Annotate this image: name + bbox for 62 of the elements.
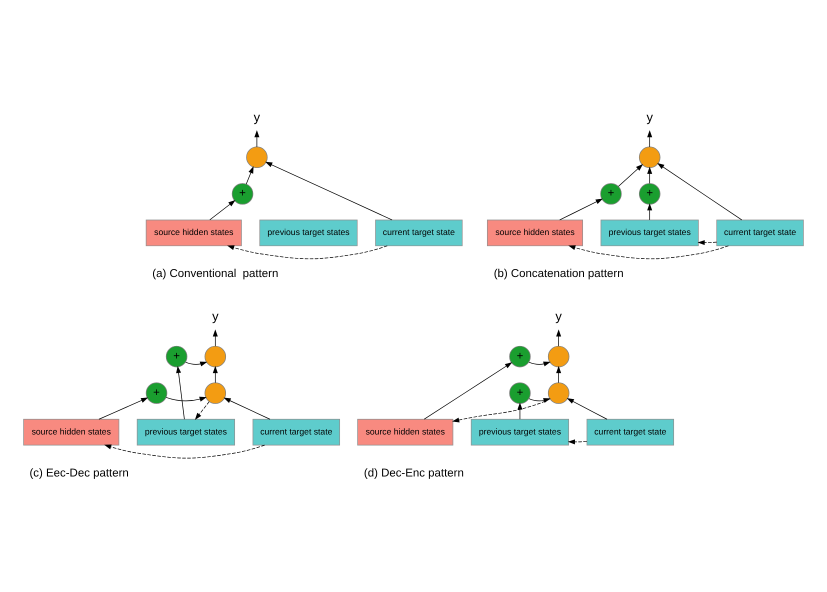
label: (b) Concatenation pattern <box>494 268 624 280</box>
arrow <box>566 398 608 420</box>
node-circle <box>246 146 268 168</box>
arrow <box>212 366 218 383</box>
arrow <box>194 401 210 420</box>
arrow <box>698 240 717 246</box>
node-box: previous target states <box>470 418 570 446</box>
arrow <box>104 444 266 458</box>
label: (a) Conventional pattern <box>152 268 278 280</box>
node-box: source hidden states <box>23 418 120 446</box>
arrow <box>227 245 388 260</box>
node-box: source hidden states <box>146 220 242 246</box>
arrow <box>556 329 562 347</box>
node-box: previous target states <box>259 220 358 246</box>
arrow <box>647 166 652 184</box>
node-box: current target state <box>375 220 463 246</box>
node-circle: + <box>232 183 254 205</box>
arrow <box>528 362 551 366</box>
node-circle <box>548 382 570 404</box>
node-text: y <box>212 308 219 324</box>
node-text: y <box>555 308 562 324</box>
arrow <box>556 366 562 383</box>
arrow <box>265 162 392 220</box>
arrow <box>647 130 652 148</box>
node-text: y <box>646 109 653 124</box>
node-circle <box>204 382 226 404</box>
arrow <box>185 362 208 366</box>
node-box: current target state <box>252 418 340 446</box>
arrow <box>657 163 742 220</box>
node-circle: + <box>146 382 168 404</box>
node-box: source hidden states <box>486 220 584 246</box>
label: (d) Dec-Enc pattern <box>364 467 464 480</box>
arrow <box>224 398 270 420</box>
arrow <box>98 398 148 420</box>
node-circle: + <box>509 382 531 404</box>
node-box: previous target states <box>600 220 699 246</box>
arrow <box>176 366 185 420</box>
arrow <box>568 439 588 444</box>
arrow <box>254 130 260 148</box>
label: (c) Eec-Dec pattern <box>29 467 129 480</box>
arrow <box>647 203 652 220</box>
node-box: previous target states <box>136 418 236 446</box>
node-circle <box>638 146 660 168</box>
node-circle: + <box>509 346 531 368</box>
arrow <box>209 200 236 220</box>
node-circle <box>548 346 570 368</box>
node-circle: + <box>638 183 660 205</box>
node-text: y <box>254 109 260 124</box>
node-circle: + <box>166 346 188 368</box>
arrow <box>212 329 218 347</box>
node-circle <box>204 346 226 368</box>
arrow <box>166 396 207 402</box>
arrow <box>559 198 603 220</box>
arrow <box>424 362 512 420</box>
arrow <box>517 402 522 420</box>
arrow <box>618 164 644 187</box>
arrow <box>246 166 254 184</box>
node-circle: + <box>600 183 622 205</box>
node-box: current target state <box>586 418 674 446</box>
arrow <box>568 245 729 260</box>
node-box: current target state <box>716 220 804 246</box>
node-box: source hidden states <box>357 418 454 446</box>
